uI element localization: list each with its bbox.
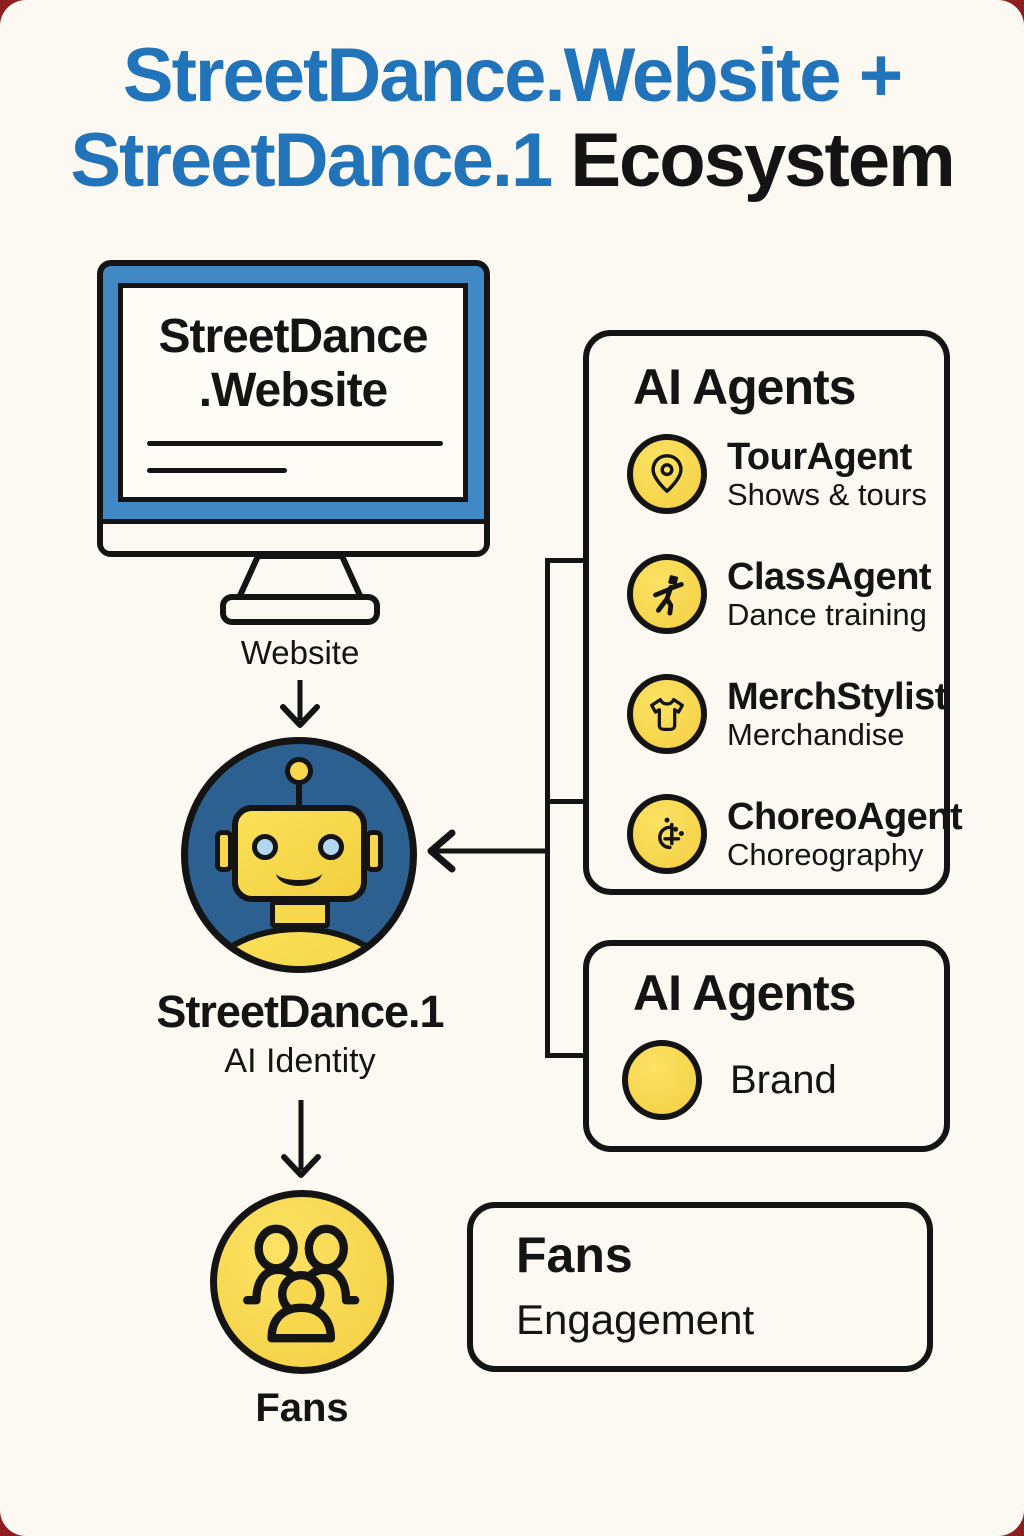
fans-panel: Fans Engagement [467,1202,933,1372]
arrow-down-identity-to-fans [281,1100,321,1178]
choreo-steps-icon [627,794,707,874]
solid-circle-icon [622,1040,702,1120]
title-line1: StreetDance.Website + [122,33,903,118]
robot-smile [276,864,322,886]
monitor-screen-title: StreetDance .Website [158,310,428,417]
agent-row-choreoagent: ChoreoAgent Choreography [627,794,963,874]
agent-row-touragent: TourAgent Shows & tours [627,434,927,514]
title-line2: StreetDance.1 Ecosystem [70,118,955,203]
page-title: StreetDance.Website + StreetDance.1 Ecos… [0,33,1024,203]
agent-description: Dance training [727,597,927,632]
ai-agents-panel-title: AI Agents [633,359,856,415]
robot-neck [270,900,330,928]
fans-panel-description: Engagement [516,1296,755,1343]
robot-head [232,805,367,902]
robot-shoulders [193,926,405,966]
robot-eye-right [318,834,344,860]
connector-stub-top [548,558,585,563]
fans-panel-title: Fans [516,1227,633,1283]
agent-description: Merchandise [727,717,905,752]
robot-antenna-ball [285,757,313,785]
identity-title: StreetDance.1 [156,986,444,1037]
arrow-left-agents-to-identity [427,829,550,873]
agent-name: ClassAgent [727,556,932,598]
connector-stub-middle [548,799,585,804]
screen-placeholder-line-long [147,441,443,446]
ai-agents-panel: AI Agents TourAgent Shows & tours [583,330,963,895]
robot-ear-right [365,830,383,872]
agent-description: Choreography [727,837,924,872]
agent-row-classagent: ClassAgent Dance training [627,554,932,634]
robot-avatar [181,737,417,973]
agent-name: Brand [730,1057,837,1102]
agent-name: MerchStylist [727,676,947,718]
brand-agents-panel: AI Agents Brand [583,940,950,1152]
robot-eye-left [252,834,278,860]
website-caption: Website [240,634,360,671]
monitor-stand [220,553,380,625]
map-pin-icon [627,434,707,514]
agent-row-brand: Brand [622,1040,837,1120]
agent-description: Shows & tours [727,477,927,512]
website-monitor-illustration: StreetDance .Website [97,260,490,557]
monitor-screen: StreetDance .Website [118,283,468,502]
connector-stub-bottom [548,1053,585,1058]
agent-name: ChoreoAgent [727,796,963,838]
connector-vertical-line [545,558,550,1058]
identity-caption: AI Identity [224,1042,376,1080]
robot-ear-left [215,830,233,872]
arrow-down-website-to-identity [280,680,320,728]
agent-name: TourAgent [727,436,912,478]
screen-placeholder-line-short [147,468,287,473]
monitor-chin [103,519,484,551]
brand-panel-title: AI Agents [633,965,856,1021]
dancer-icon [627,554,707,634]
agent-row-merchstylist: MerchStylist Merchandise [627,674,947,754]
people-group-icon [243,1224,360,1343]
fans-caption: Fans [255,1386,349,1430]
t-shirt-icon [627,674,707,754]
robot-antenna-stem [296,784,302,810]
fans-circle [210,1190,394,1374]
